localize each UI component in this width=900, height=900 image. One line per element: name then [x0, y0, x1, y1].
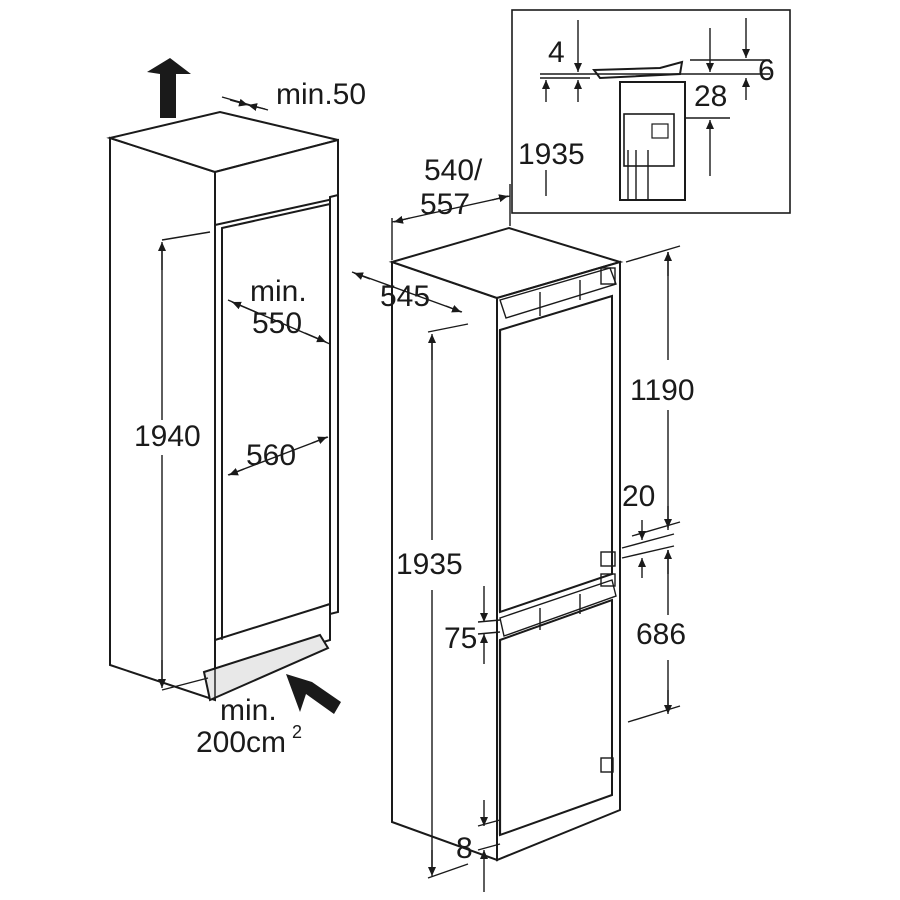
- dim-min50: min.50: [221, 78, 366, 111]
- label-75: 75: [444, 622, 477, 655]
- label-20: 20: [622, 480, 655, 513]
- label-560: 560: [246, 439, 296, 472]
- dim-1935-left: 1935: [396, 323, 469, 879]
- label-1190: 1190: [630, 374, 695, 407]
- dim-20: 20: [621, 480, 675, 578]
- label-vent-a: min.: [220, 694, 277, 727]
- label-ventilation: min. 200cm 2: [196, 694, 302, 759]
- label-min50: min.50: [276, 78, 366, 111]
- label-vent-b: 200cm: [196, 726, 286, 759]
- dim-545: 545: [351, 271, 463, 313]
- dim-75: 75: [444, 586, 501, 664]
- fridge-appliance: [388, 226, 624, 862]
- label-1935-left: 1935: [396, 548, 463, 581]
- dim-min550: min. 550: [227, 275, 331, 345]
- label-inset-6: 6: [758, 54, 775, 87]
- label-545: 545: [380, 280, 430, 313]
- ventilation-in-arrow: [286, 674, 341, 714]
- dim-686: 686: [627, 550, 686, 723]
- inset-detail: 4 1935 6 28: [511, 9, 791, 214]
- label-min550-a: min.: [250, 275, 307, 308]
- label-540: 540/: [424, 154, 483, 187]
- dim-8: 8: [456, 800, 501, 892]
- label-min550-b: 550: [252, 307, 302, 340]
- label-inset-4: 4: [548, 36, 565, 69]
- dim-1940: 1940: [134, 231, 211, 691]
- label-557: 557: [420, 188, 470, 221]
- label-inset-28: 28: [694, 80, 727, 113]
- label-inset-1935: 1935: [518, 138, 585, 171]
- dim-1190: 1190: [625, 245, 695, 537]
- ventilation-up-arrow: [147, 58, 191, 118]
- dim-560: 560: [227, 436, 329, 476]
- label-vent-sup: 2: [292, 722, 302, 742]
- dim-540-557: 540/ 557: [391, 154, 511, 260]
- cabinet-niche: [106, 110, 339, 702]
- label-8: 8: [456, 832, 473, 865]
- label-1940: 1940: [134, 420, 201, 453]
- label-686: 686: [636, 618, 686, 651]
